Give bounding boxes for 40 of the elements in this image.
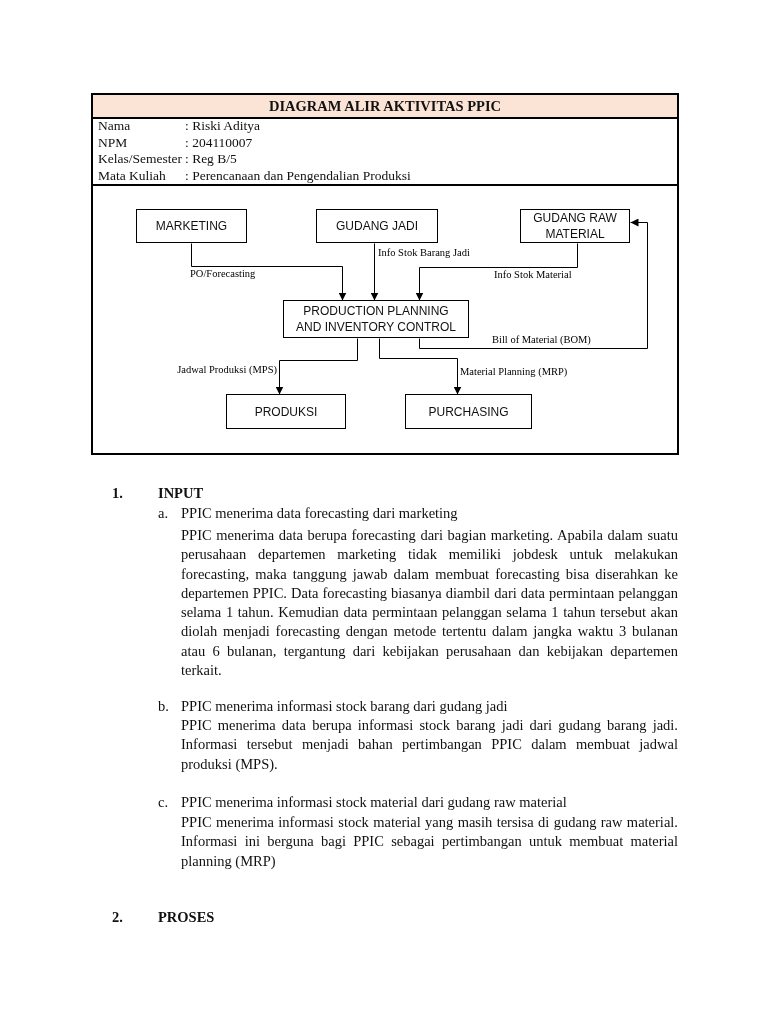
arrow: [415, 243, 578, 301]
field-value: : Reg B/5: [185, 151, 237, 167]
arrow: [419, 218, 648, 349]
item-heading: PPIC menerima informasi stock material dari gudang raw material: [181, 793, 567, 811]
process-box: PRODUCTION PLANNING AND INVENTORY CONTROL: [283, 300, 469, 338]
list-number: 2.: [112, 908, 123, 926]
list-letter: b.: [158, 697, 169, 715]
edge-label: Material Planning (MRP): [460, 366, 568, 378]
arrow: [370, 243, 379, 301]
field-label: Mata Kuliah: [98, 167, 166, 184]
table-title: DIAGRAM ALIR AKTIVITAS PPIC: [93, 95, 677, 119]
process-box: GUDANG JADI: [316, 209, 438, 243]
list-number: 1.: [112, 484, 123, 502]
process-box: MARKETING: [136, 209, 247, 243]
paragraph: PPIC menerima informasi stock material yang masih tersisa di gudang raw material. Informasi ini berguna bagi PPIC sebagai pertimbangan untuk membuat material planning (MRP): [181, 813, 678, 871]
field-label: NPM: [98, 134, 128, 151]
item-heading: PPIC menerima informasi stock barang dari gudang jadi: [181, 697, 508, 715]
edge-label: Info Stok Barang Jadi: [378, 247, 470, 259]
edge-label: Jadwal Produksi (MPS): [177, 364, 277, 376]
process-box: GUDANG RAW MATERIAL: [520, 209, 630, 243]
section-heading: INPUT: [158, 484, 204, 502]
edge-label: Info Stok Material: [494, 269, 572, 281]
field-value: : Riski Aditya: [185, 118, 260, 134]
field-value: : Perencanaan dan Pengendalian Produksi: [185, 167, 411, 184]
field-label: Kelas/Semester: [98, 151, 182, 167]
paragraph: PPIC menerima data berupa forecasting dari bagian marketing. Apabila dalam suatu perusahaan departemen marketing tidak memiliki jobdesk untuk melakukan forecasting, maka tanggung jawab dalam membuat forecasting bisa diserahkan ke departemen PPIC. Data forecasting biasanya diambil dari data permintaan pelanggan selama 1 tahun. Kemudian data permintaan pelanggan selama 1 tahun tersebut akan diolah menjadi forecasting dengan metode tertentu dalam jangka waktu 3 bulanan atau 6 bulanan, tergantung dari kebijakan perusahaan dan kebijakan departemen terkait.: [181, 526, 678, 681]
item-heading: PPIC menerima data forecasting dari marketing: [181, 504, 458, 522]
arrow: [191, 243, 347, 301]
list-letter: a.: [158, 504, 169, 522]
list-letter: c.: [158, 793, 169, 811]
arrow: [275, 338, 358, 395]
arrow: [379, 338, 462, 395]
process-box: PURCHASING: [405, 394, 532, 429]
process-box: PRODUKSI: [226, 394, 346, 429]
edge-label: PO/Forecasting: [190, 268, 256, 280]
field-value: : 204110007: [185, 134, 253, 151]
section-heading: PROSES: [158, 908, 215, 926]
edge-label: Bill of Material (BOM): [492, 334, 591, 346]
field-label: Nama: [98, 118, 131, 134]
paragraph: PPIC menerima data berupa informasi stock barang jadi dari gudang barang jadi. Informasi tersebut menjadi bahan pertimbangan PPIC dalam membuat jadwal produksi (MPS).: [181, 716, 678, 774]
